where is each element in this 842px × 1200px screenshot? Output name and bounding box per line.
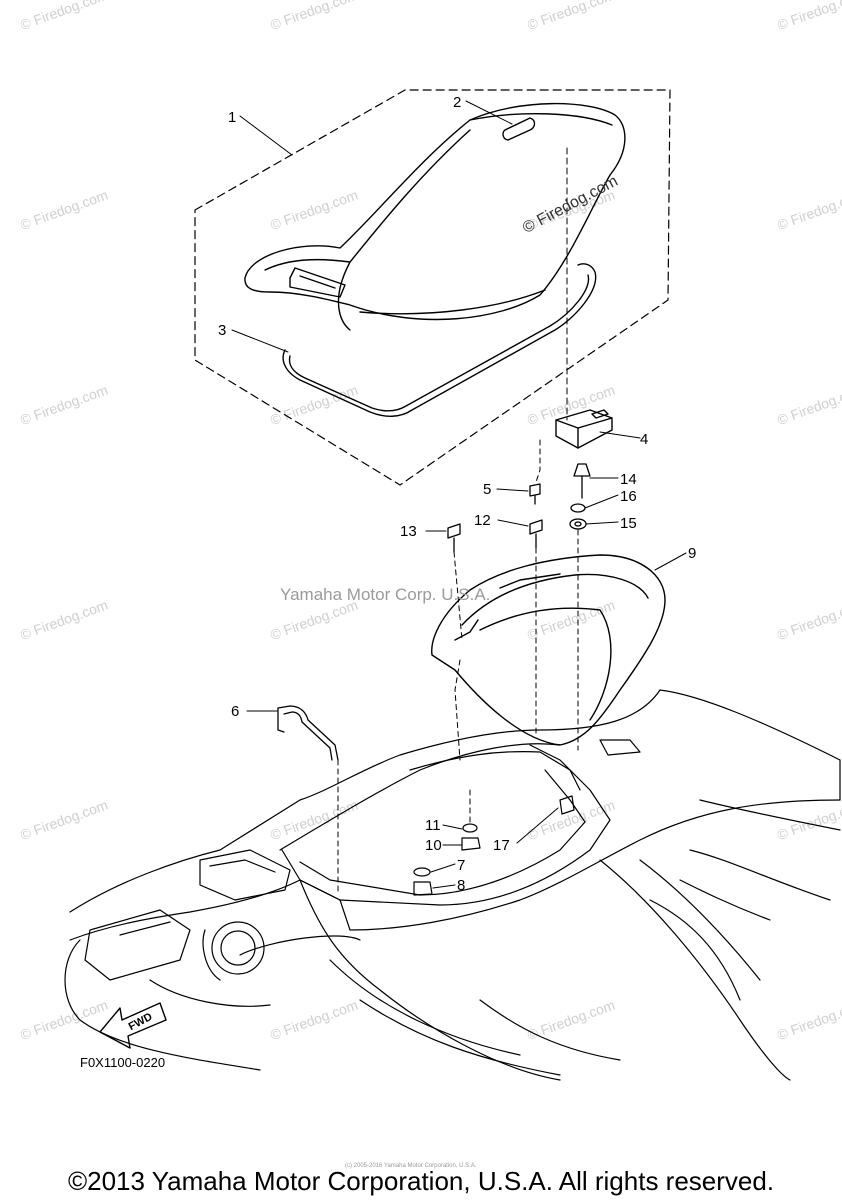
center-watermark: Yamaha Motor Corp. U.S.A. xyxy=(280,585,491,604)
callout-8: 8 xyxy=(457,877,466,894)
nuts xyxy=(413,795,575,896)
callout-11: 11 xyxy=(425,817,441,834)
seat-part-1 xyxy=(244,102,626,331)
seal-part-3 xyxy=(282,263,597,417)
callout-17: 17 xyxy=(493,837,510,854)
hull-deck xyxy=(64,689,841,1081)
tiny-notice: (c) 2005-2016 Yamaha Motor Corporation, … xyxy=(345,1163,477,1169)
callout-14: 14 xyxy=(620,471,637,488)
callout-10: 10 xyxy=(425,837,442,854)
callout-5: 5 xyxy=(483,481,492,498)
callout-15: 15 xyxy=(620,515,637,532)
callout-13: 13 xyxy=(400,523,417,540)
figure-code: F0X1100-0220 xyxy=(80,1055,166,1070)
handle-part-2 xyxy=(502,117,536,141)
callout-2: 2 xyxy=(453,94,462,111)
fwd-arrow xyxy=(99,1002,167,1049)
callout-6: 6 xyxy=(231,703,240,720)
dashed-leaders xyxy=(337,439,579,896)
latch-part-4 xyxy=(555,409,613,449)
copyright-footer: ©2013 Yamaha Motor Corporation, U.S.A. A… xyxy=(67,1166,775,1196)
storage-bin-part-9 xyxy=(431,554,666,746)
callout-12: 12 xyxy=(474,512,491,529)
callout-3: 3 xyxy=(218,322,227,339)
callout-4: 4 xyxy=(640,431,649,448)
hose-part-6 xyxy=(277,705,339,761)
seat-assembly-box xyxy=(194,89,671,486)
callout-9: 9 xyxy=(688,545,697,562)
fasteners xyxy=(447,463,591,553)
callout-16: 16 xyxy=(620,488,637,505)
callout-1: 1 xyxy=(228,109,237,126)
callout-7: 7 xyxy=(457,857,466,874)
callout-leaders xyxy=(231,100,687,889)
